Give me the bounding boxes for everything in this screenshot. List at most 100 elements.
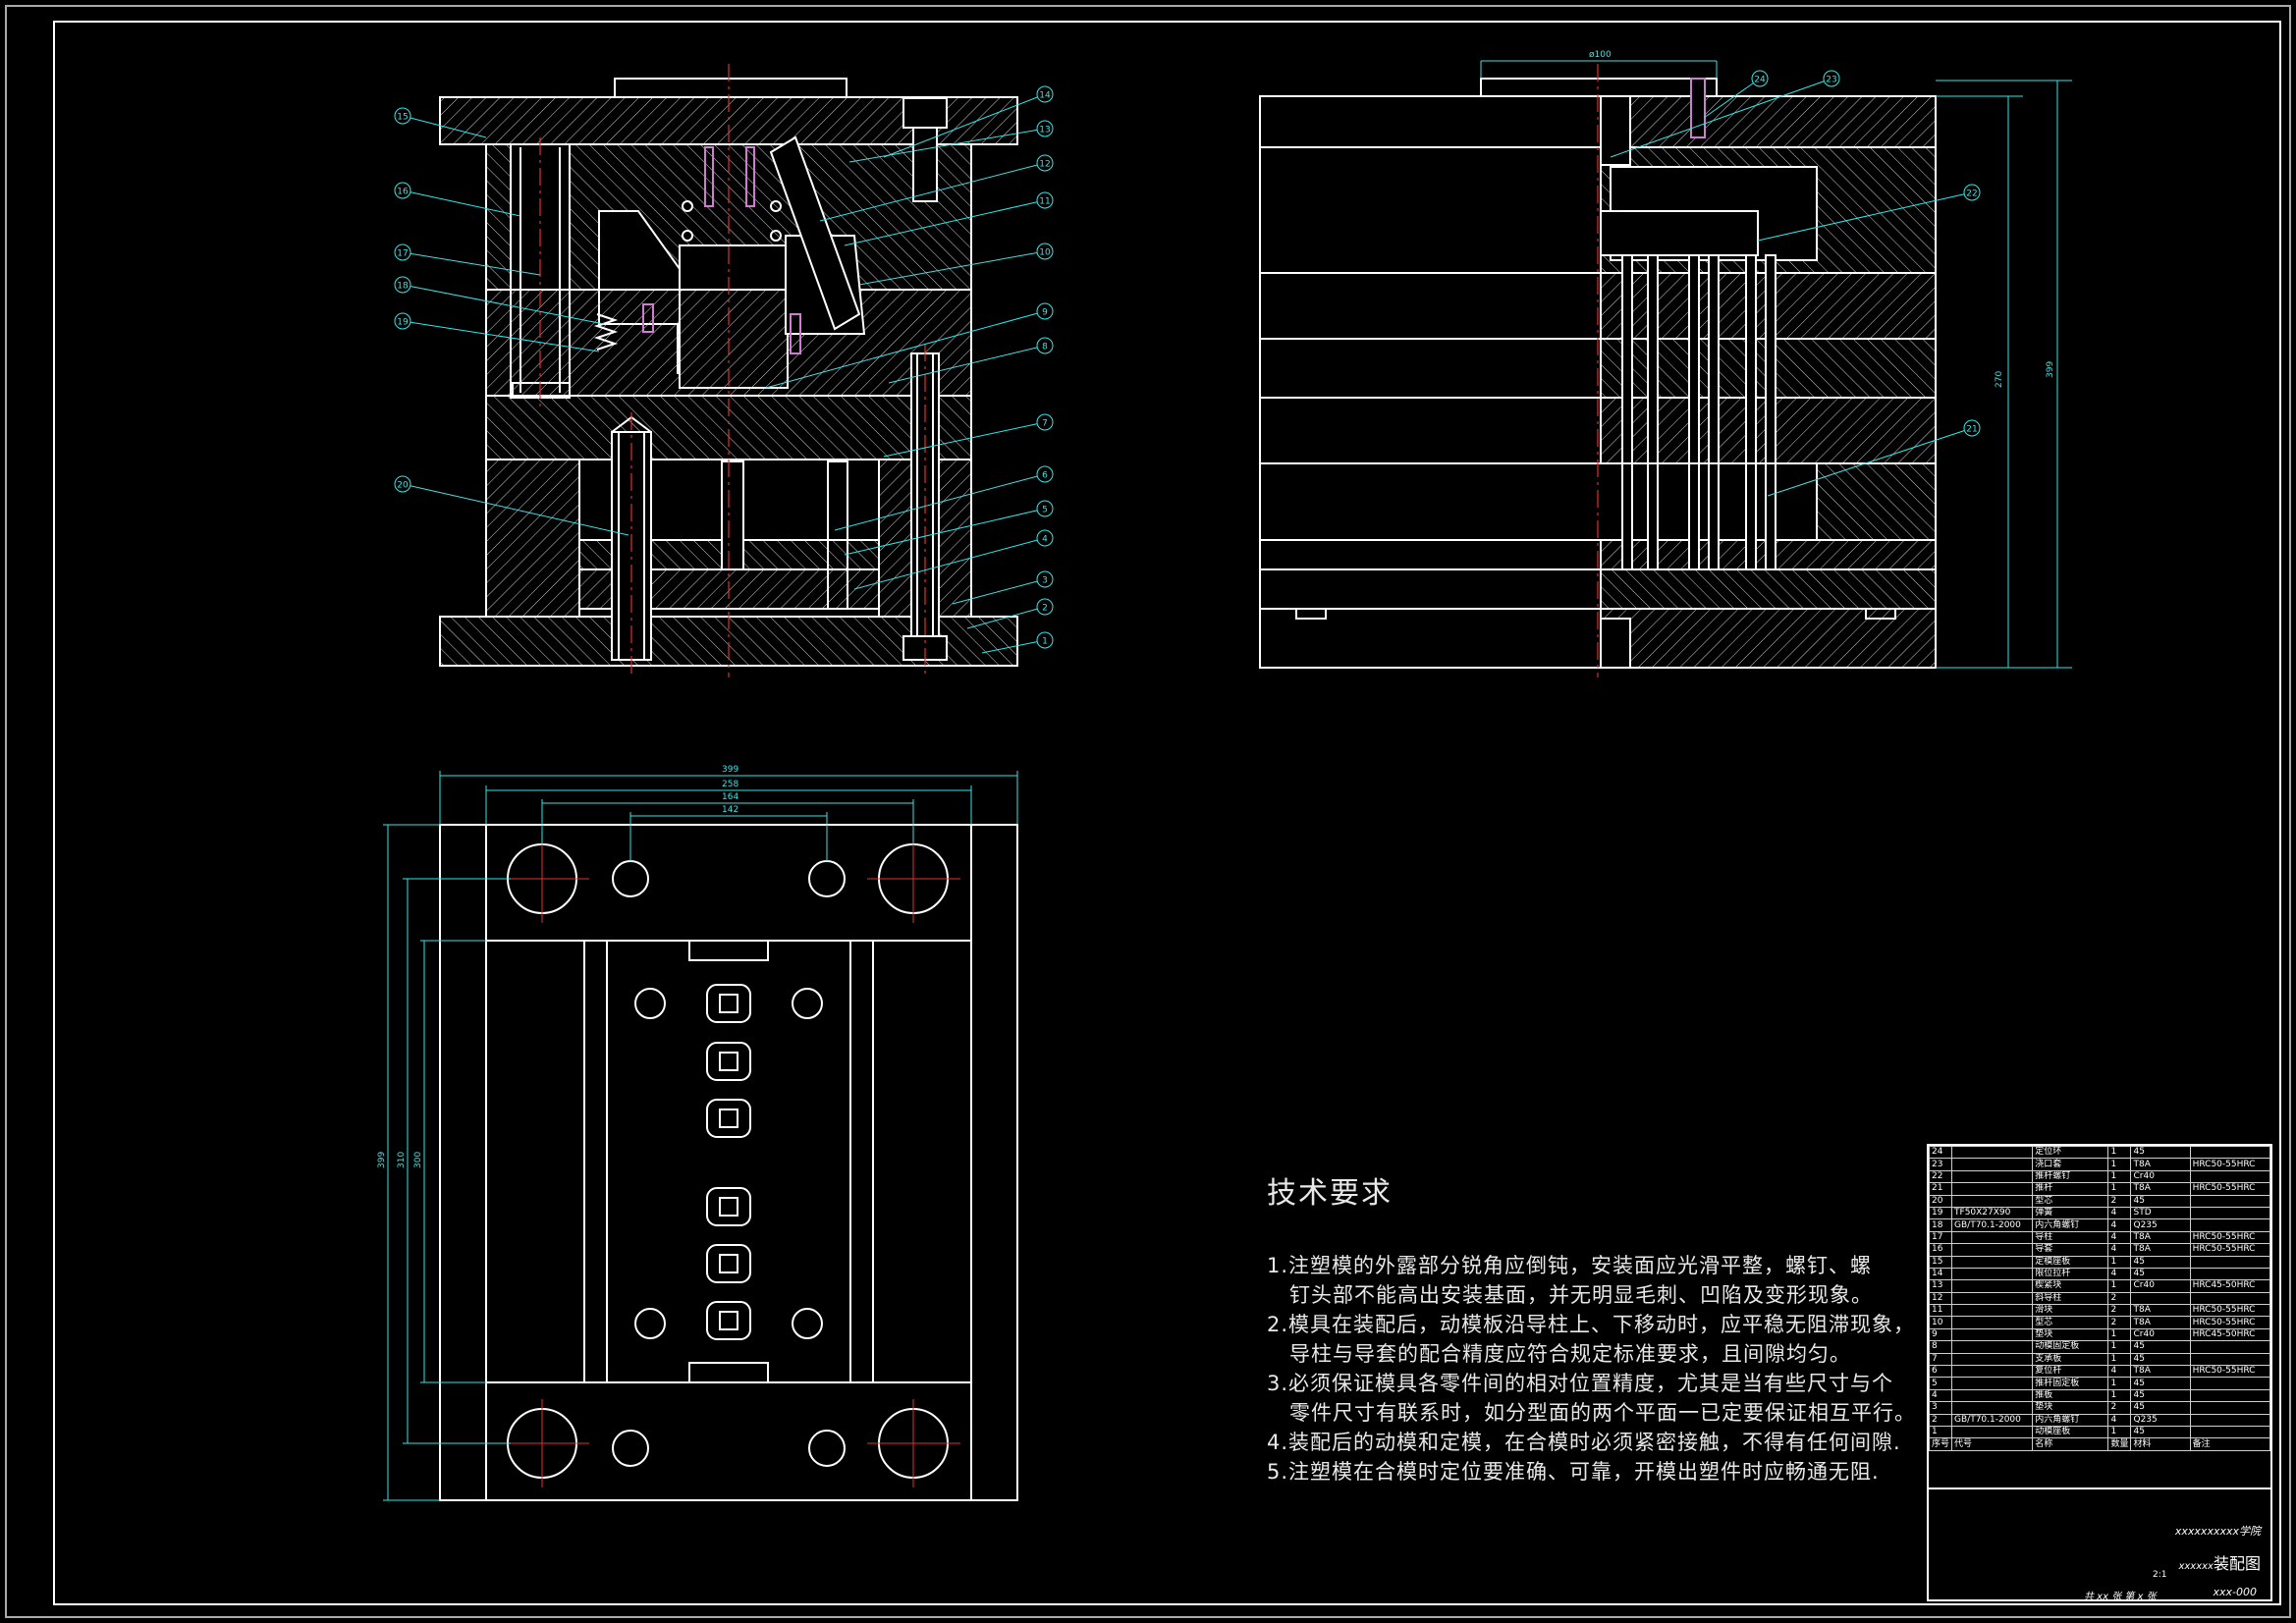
bom-cell-qty: 4 xyxy=(2107,1413,2132,1428)
balloon-circle xyxy=(1036,191,1054,209)
balloon-circle xyxy=(1036,154,1054,172)
bom-cell-note xyxy=(2189,1218,2271,1232)
top-centerlines xyxy=(496,835,960,1488)
bom-cell-qty: 1 xyxy=(2107,1145,2132,1160)
balloon-label: 1 xyxy=(1042,637,1048,647)
bom-cell-name: 斜导柱 xyxy=(2032,1291,2109,1306)
dim-left-3: 300 xyxy=(413,1152,423,1168)
bom-cell-note: HRC50-55HRC xyxy=(2189,1243,2271,1257)
bom-cell-qty: 1 xyxy=(2107,1279,2132,1293)
bom-cell-qty: 1 xyxy=(2107,1327,2132,1342)
bom-cell-no: 18 xyxy=(1928,1218,1953,1232)
balloon-label: 4 xyxy=(1042,535,1048,545)
side-section-view xyxy=(1259,78,1937,669)
bom-cell-name: 楔紧块 xyxy=(2032,1279,2109,1293)
leader-line xyxy=(1610,78,1832,158)
bom-cell-name: 支承板 xyxy=(2032,1352,2109,1367)
bom-cell-mat: 45 xyxy=(2130,1145,2191,1160)
bom-cell-no: 23 xyxy=(1928,1158,1953,1171)
balloon-label: 9 xyxy=(1042,308,1048,318)
bom-cell-note: HRC50-55HRC xyxy=(2189,1158,2271,1171)
bom-cell-qty: 2 xyxy=(2107,1304,2132,1318)
side-dimensions xyxy=(1480,60,2072,669)
balloon-label: 17 xyxy=(397,249,408,259)
bom-cell-no: 19 xyxy=(1928,1206,1953,1220)
leader-line xyxy=(1767,427,1973,497)
balloon-circle xyxy=(1036,570,1054,588)
bom-cell-std xyxy=(1951,1425,2034,1439)
balloon-label: 18 xyxy=(397,282,409,292)
balloon-circle xyxy=(1036,413,1054,431)
bom-cell-std xyxy=(1951,1352,2034,1367)
drawing-name: 装配图 xyxy=(2213,1554,2261,1573)
leader-line xyxy=(888,345,1046,384)
balloon-label: 6 xyxy=(1042,471,1048,481)
tech-line: 5.注塑模在合模时定位要准确、可靠，开模出塑件时应畅通无阻. xyxy=(1267,1460,1880,1484)
bom-cell-qty: 1 xyxy=(2107,1182,2132,1196)
bom-cell-qty: 1 xyxy=(2107,1425,2132,1439)
bom-cell-note xyxy=(2189,1194,2271,1208)
balloon-circle xyxy=(394,475,411,493)
bom-cell-no: 5 xyxy=(1928,1377,1953,1390)
bom-cell-std: GB/T70.1-2000 xyxy=(1951,1413,2034,1428)
bom-cell-mat: 45 xyxy=(2130,1377,2191,1390)
bom-cell-name: 浇口套 xyxy=(2032,1158,2109,1171)
bom-cell-std xyxy=(1951,1377,2034,1390)
bom-cell-qty: 2 xyxy=(2107,1194,2132,1208)
bom-cell-mat: T8A xyxy=(2130,1243,2191,1257)
leader-line xyxy=(966,606,1046,629)
bom-cell-note: HRC50-55HRC xyxy=(2189,1230,2271,1245)
bom-cell-qty: 数量 xyxy=(2107,1437,2132,1451)
bom-cell-qty: 1 xyxy=(2107,1352,2132,1367)
bom-cell-name: 垫块 xyxy=(2032,1327,2109,1342)
bom-cell-mat: Cr40 xyxy=(2130,1169,2191,1184)
balloon-circle xyxy=(1036,302,1054,320)
tech-line: 3.必须保证模具各零件间的相对位置精度，尤其是当有些尺寸与个 xyxy=(1267,1372,1894,1395)
bom-cell-qty: 1 xyxy=(2107,1377,2132,1390)
bom-cell-no: 20 xyxy=(1928,1194,1953,1208)
balloon-circle xyxy=(1963,184,1981,201)
leader-line xyxy=(402,251,541,276)
bom-cell-std xyxy=(1951,1340,2034,1354)
leader-line xyxy=(402,189,521,217)
bom-cell-name: 推杆 xyxy=(2032,1182,2109,1196)
leader-line xyxy=(883,93,1046,158)
balloon-label: 21 xyxy=(1966,425,1977,435)
balloon-circle xyxy=(1036,465,1054,483)
leader-line xyxy=(765,310,1046,389)
bom-cell-mat: 45 xyxy=(2130,1401,2191,1415)
bom-cell-mat: T8A xyxy=(2130,1182,2191,1196)
leader-line xyxy=(402,284,605,325)
bom-cell-no: 10 xyxy=(1928,1316,1953,1329)
bom-cell-name: 内六角螺钉 xyxy=(2032,1413,2109,1428)
balloon-circle xyxy=(1036,243,1054,260)
bom-cell-mat: 45 xyxy=(2130,1194,2191,1208)
bom-cell-no: 3 xyxy=(1928,1401,1953,1415)
bom-cell-note xyxy=(2189,1388,2271,1403)
balloon-label: 23 xyxy=(1826,76,1836,85)
balloon-label: 20 xyxy=(397,481,409,491)
leader-line xyxy=(858,250,1046,286)
bom-cell-name: 定位环 xyxy=(2032,1145,2109,1160)
bom-cell-name: 动模座板 xyxy=(2032,1425,2109,1439)
bom-cell-name: 定模座板 xyxy=(2032,1255,2109,1269)
top-plan-view xyxy=(439,824,1018,1501)
title-block-bottom: xxxxxxxxxx学院 xxxxxx装配图 2:1 共 xx 张 第 x 张 … xyxy=(1929,1488,2270,1602)
bom-cell-std xyxy=(1951,1316,2034,1329)
leader-line xyxy=(1703,78,1761,119)
balloon-circle xyxy=(1036,529,1054,547)
balloon-circle xyxy=(1036,598,1054,616)
bom-cell-qty: 4 xyxy=(2107,1267,2132,1281)
